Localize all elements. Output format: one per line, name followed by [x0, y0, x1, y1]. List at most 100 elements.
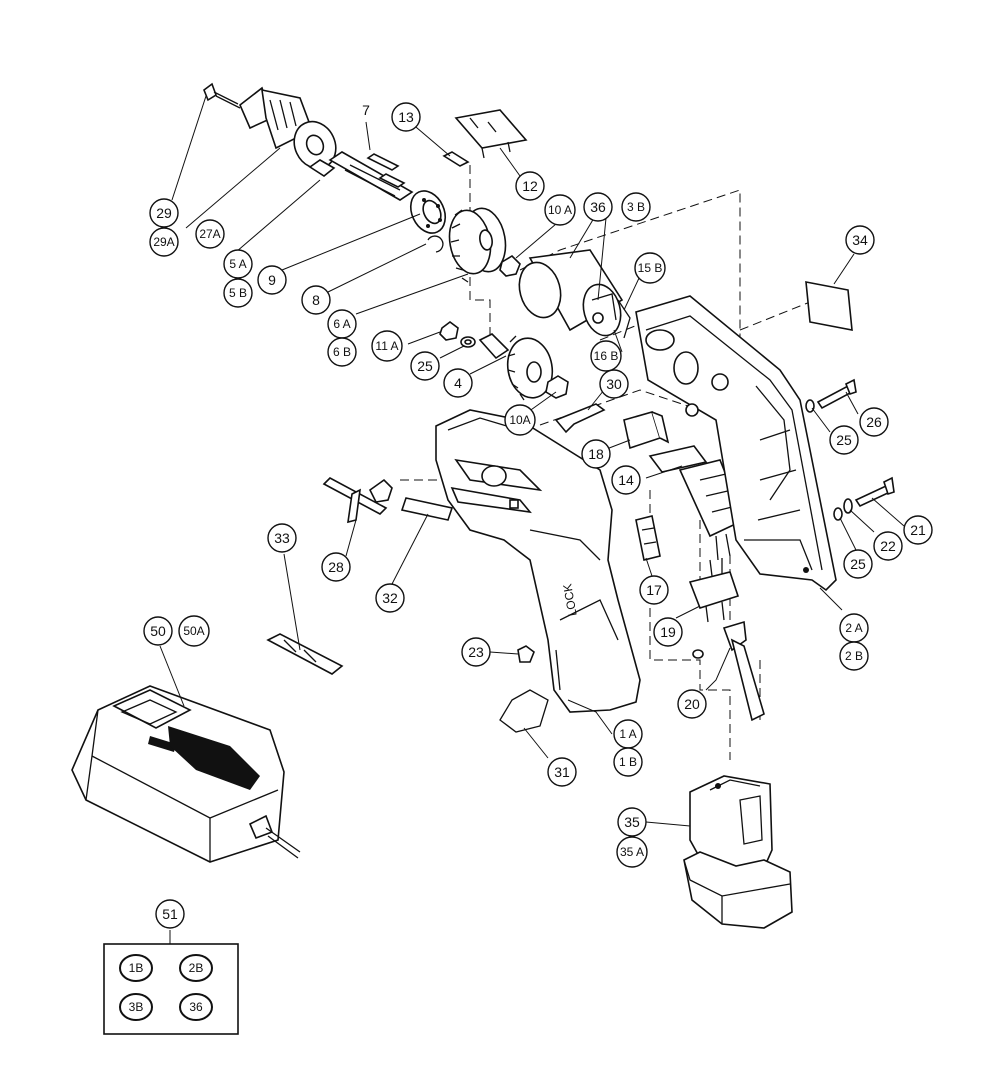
callout-6b: 6 B: [327, 337, 357, 367]
svg-text:18: 18: [588, 446, 604, 462]
svg-text:15 B: 15 B: [638, 261, 663, 275]
svg-text:11 A: 11 A: [375, 339, 398, 353]
svg-text:21: 21: [910, 522, 926, 538]
svg-text:8: 8: [312, 292, 320, 308]
svg-text:6 B: 6 B: [333, 345, 351, 359]
callout-16b: 16 B: [590, 340, 622, 372]
svg-text:50: 50: [150, 623, 166, 639]
callout-23: 23: [461, 637, 491, 667]
key-part: [366, 153, 406, 188]
svg-text:25: 25: [836, 432, 852, 448]
svg-text:51: 51: [162, 906, 178, 922]
chuck-screw-part: [203, 82, 241, 109]
clip-part: [554, 403, 606, 434]
nut-23-part: [517, 645, 535, 663]
callout-32: 32: [375, 583, 405, 613]
retaining-ring-part: [427, 235, 444, 253]
label-plate-part: [805, 281, 853, 331]
washer-22-part: [843, 498, 853, 514]
kit-51-box: [103, 943, 239, 1035]
callout-30: 30: [599, 369, 629, 399]
svg-text:25: 25: [850, 556, 866, 572]
callout-51: 51: [155, 899, 185, 929]
callout-8: 8: [301, 285, 331, 315]
svg-text:3B: 3B: [129, 1000, 144, 1014]
callout-21: 21: [903, 515, 933, 545]
switch-plate-part: [454, 109, 528, 159]
callout-34: 34: [845, 225, 875, 255]
kit-item-3b: 3B: [119, 993, 153, 1021]
callout-10a-bottom: 10A: [504, 404, 536, 436]
svg-text:20: 20: [684, 696, 700, 712]
housing-half-right-part: [635, 295, 837, 592]
leader-lines: [159, 95, 905, 944]
callout-25-mid: 25: [829, 425, 859, 455]
chuck-key-part: [322, 477, 393, 524]
callout-7: 7: [362, 102, 370, 118]
svg-text:34: 34: [852, 232, 868, 248]
callout-18: 18: [581, 439, 611, 469]
svg-text:32: 32: [382, 590, 398, 606]
svg-text:1 A: 1 A: [619, 727, 636, 741]
callout-26: 26: [859, 407, 889, 437]
svg-text:4: 4: [454, 375, 462, 391]
svg-text:28: 28: [328, 559, 344, 575]
svg-text:35 A: 35 A: [620, 845, 644, 859]
screw-26-part: [816, 378, 857, 410]
svg-text:1B: 1B: [129, 961, 144, 975]
callout-29a: 29A: [149, 227, 179, 257]
kit-item-1b: 1B: [119, 954, 153, 982]
callout-35a: 35 A: [616, 836, 648, 868]
callout-12: 12: [515, 171, 545, 201]
svg-text:2 B: 2 B: [845, 649, 863, 663]
svg-text:13: 13: [398, 109, 414, 125]
svg-text:3 B: 3 B: [627, 200, 645, 214]
housing-half-left-part: LOCK: [435, 409, 641, 713]
svg-text:36: 36: [189, 1000, 203, 1014]
washer-25-mid-part: [805, 399, 815, 413]
svg-text:22: 22: [880, 538, 896, 554]
svg-text:26: 26: [866, 414, 882, 430]
kit-item-2b: 2B: [179, 954, 213, 982]
callout-19: 19: [653, 617, 683, 647]
intermediate-gear-part: [478, 333, 554, 401]
nut-11a-part: [439, 321, 459, 341]
callout-15b: 15 B: [634, 252, 666, 284]
callout-10a-top: 10 A: [544, 194, 576, 226]
washer-25-top-part: [460, 336, 476, 348]
svg-text:33: 33: [274, 530, 290, 546]
callout-9: 9: [257, 265, 287, 295]
callout-36: 36: [583, 192, 613, 222]
battery-pack-part: [683, 775, 793, 929]
callout-13: 13: [391, 102, 421, 132]
callout-5b: 5 B: [223, 278, 253, 308]
driver-bit-part: [266, 633, 344, 675]
callout-6a: 6 A: [327, 309, 357, 339]
svg-text:30: 30: [606, 376, 622, 392]
svg-text:2B: 2B: [189, 961, 204, 975]
svg-text:31: 31: [554, 764, 570, 780]
svg-text:50A: 50A: [183, 624, 204, 638]
callout-25-low: 25: [843, 549, 873, 579]
switch-pin-part: [692, 620, 765, 722]
callout-5a: 5 A: [223, 249, 253, 279]
nut-part: [499, 254, 521, 277]
callout-2b: 2 B: [839, 641, 869, 671]
callout-28: 28: [321, 552, 351, 582]
washer-25-low-part: [833, 507, 843, 521]
callout-31: 31: [547, 757, 577, 787]
callout-1a: 1 A: [613, 719, 643, 749]
svg-text:36: 36: [590, 199, 606, 215]
callout-35: 35: [617, 807, 647, 837]
brush-holder-part: [635, 515, 661, 561]
svg-text:29A: 29A: [153, 235, 174, 249]
svg-text:2 A: 2 A: [845, 621, 862, 635]
switch-block-part: [623, 411, 670, 450]
callout-14: 14: [611, 465, 641, 495]
callout-27a: 27A: [195, 219, 225, 249]
terminal-part: [688, 558, 740, 623]
svg-text:16 B: 16 B: [594, 349, 619, 363]
kit-51-contents: 1B 2B 3B 36: [119, 954, 213, 1021]
svg-text:27A: 27A: [199, 227, 220, 241]
callout-50a: 50A: [178, 615, 210, 647]
